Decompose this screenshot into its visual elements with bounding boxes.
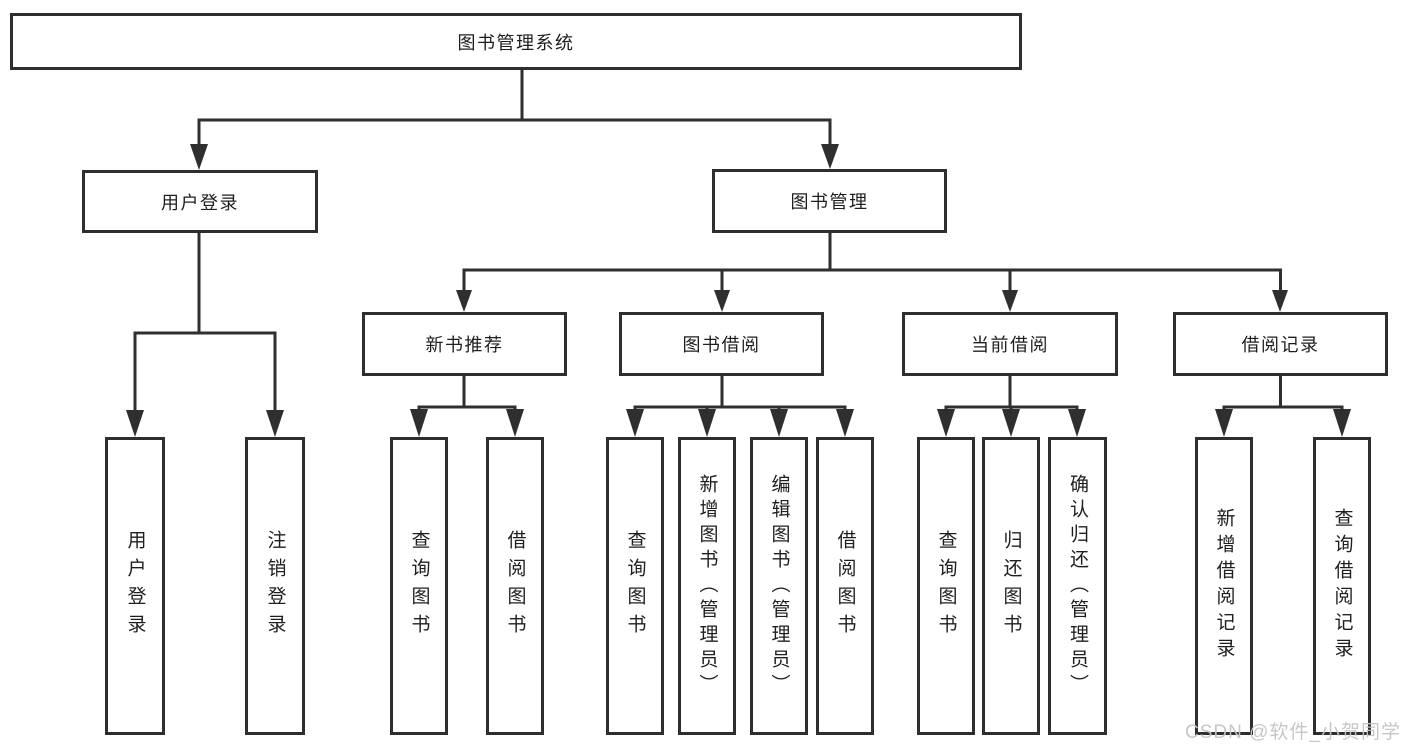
leaf-query-books-current: 查询图书 — [917, 437, 975, 735]
leaf-add-book-admin: 新增图书（管理员） — [678, 437, 736, 735]
leaf-borrow-books-recommend: 借阅图书 — [486, 437, 544, 735]
leaf-query-borrow-record: 查询借阅记录 — [1313, 437, 1371, 735]
node-borrow-records-label: 借阅记录 — [1241, 335, 1320, 355]
leaf-query-books-borrow: 查询图书 — [606, 437, 664, 735]
node-user-login-label: 用户登录 — [161, 192, 239, 213]
leaf-edit-book-admin-label: 编辑图书（管理员） — [768, 473, 790, 699]
leaf-add-borrow-record: 新增借阅记录 — [1195, 437, 1253, 735]
leaf-borrow-books-label: 借阅图书 — [834, 530, 856, 642]
leaf-return-books: 归还图书 — [982, 437, 1040, 735]
leaf-edit-book-admin: 编辑图书（管理员） — [750, 437, 808, 735]
leaf-query-books-recommend-label: 查询图书 — [408, 530, 430, 642]
node-book-borrow: 图书借阅 — [619, 312, 824, 376]
node-book-borrow-label: 图书借阅 — [682, 335, 761, 355]
leaf-logout-label: 注销登录 — [264, 530, 286, 642]
leaf-borrow-books: 借阅图书 — [816, 437, 874, 735]
leaf-query-borrow-record-label: 查询借阅记录 — [1331, 508, 1353, 664]
leaf-user-login: 用户登录 — [105, 437, 165, 735]
watermark: CSDN @软件_小贺同学 — [1185, 722, 1401, 743]
leaf-add-book-admin-label: 新增图书（管理员） — [696, 473, 718, 699]
node-user-login: 用户登录 — [82, 170, 318, 233]
node-borrow-records: 借阅记录 — [1173, 312, 1388, 376]
leaf-query-books-borrow-label: 查询图书 — [624, 530, 646, 642]
leaf-logout: 注销登录 — [245, 437, 305, 735]
leaf-query-books-recommend: 查询图书 — [390, 437, 448, 735]
leaf-add-borrow-record-label: 新增借阅记录 — [1213, 508, 1235, 664]
node-new-book-recommend-label: 新书推荐 — [425, 335, 504, 355]
node-new-book-recommend: 新书推荐 — [362, 312, 567, 376]
leaf-query-books-current-label: 查询图书 — [935, 530, 957, 642]
leaf-confirm-return-admin-label: 确认归还（管理员） — [1067, 473, 1088, 699]
leaf-user-login-label: 用户登录 — [124, 530, 146, 642]
leaf-borrow-books-recommend-label: 借阅图书 — [504, 530, 526, 642]
node-root-label: 图书管理系统 — [457, 32, 575, 53]
node-book-management-label: 图书管理 — [790, 192, 869, 212]
node-root: 图书管理系统 — [10, 13, 1022, 70]
leaf-confirm-return-admin: 确认归还（管理员） — [1048, 437, 1107, 735]
node-current-borrow-label: 当前借阅 — [971, 335, 1049, 355]
node-book-management: 图书管理 — [712, 169, 947, 233]
leaf-return-books-label: 归还图书 — [1000, 530, 1022, 642]
node-current-borrow: 当前借阅 — [902, 312, 1118, 376]
